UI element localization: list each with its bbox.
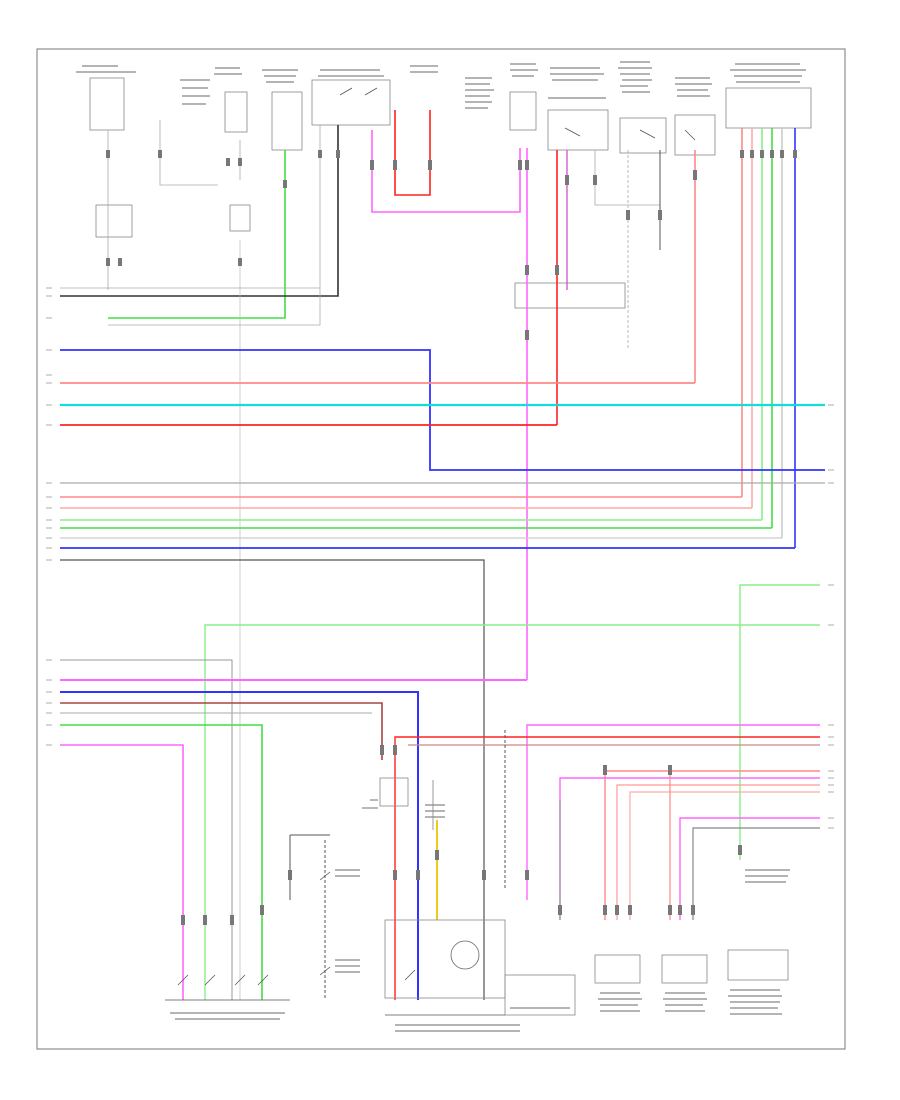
wire-green-long bbox=[204, 624, 820, 1000]
bottom-box-horn-relay bbox=[379, 777, 409, 807]
component-box-2 bbox=[224, 91, 248, 133]
component-box-11 bbox=[229, 204, 251, 232]
component-box-9 bbox=[725, 87, 812, 129]
bottom-box-combination-meter bbox=[384, 919, 506, 999]
component-box-7 bbox=[619, 117, 667, 154]
component-box-10 bbox=[95, 204, 133, 238]
top-components bbox=[89, 77, 812, 309]
wire-pink-lower-2 bbox=[60, 744, 184, 1000]
wire-green-top bbox=[108, 150, 286, 319]
bottom-box-cluster-connector bbox=[504, 974, 576, 1016]
wire-gray-right-2 bbox=[692, 827, 820, 920]
wire-ltred-right-3 bbox=[629, 791, 820, 920]
wire-red-loop bbox=[394, 110, 431, 196]
bus-wires bbox=[60, 349, 825, 1000]
wire-pink-loop bbox=[371, 130, 521, 213]
wire-pink-right-2 bbox=[679, 817, 820, 920]
bottom-components bbox=[165, 777, 789, 1016]
switch-symbols bbox=[177, 87, 696, 986]
wire-green-right-vert bbox=[739, 584, 820, 860]
wire-brown-lower bbox=[60, 702, 383, 760]
component-box-3 bbox=[271, 91, 303, 151]
component-box-5 bbox=[509, 91, 537, 131]
connector-markers bbox=[106, 150, 797, 925]
wire-pink-right-1 bbox=[559, 777, 820, 920]
wire-blue-lower bbox=[60, 691, 419, 1000]
component-box-6 bbox=[547, 109, 609, 151]
wire-pink-right-lower bbox=[526, 724, 820, 900]
component-box-1 bbox=[89, 77, 125, 131]
top-vertical-wires bbox=[60, 110, 796, 1000]
wire-dark-top bbox=[60, 125, 339, 297]
bottom-box-body-control bbox=[727, 949, 789, 981]
wire-gray-lower bbox=[60, 659, 233, 1000]
diagram-frame bbox=[36, 48, 846, 1050]
wire-ltred-right-1 bbox=[604, 770, 820, 920]
right-edge-pins bbox=[828, 404, 834, 829]
wire-blue-bus bbox=[60, 349, 825, 471]
left-edge-pins bbox=[46, 287, 52, 746]
bottom-box-right-rear-sensor bbox=[661, 954, 708, 984]
bottom-box-left-rear-sensor bbox=[594, 954, 641, 984]
wire-dark-bus bbox=[60, 559, 485, 1000]
component-box-8 bbox=[674, 114, 716, 156]
component-box-4 bbox=[311, 79, 391, 126]
wire-ltred-right-2 bbox=[616, 784, 820, 920]
bottom-labels bbox=[170, 799, 790, 1032]
wire-red-right-lower bbox=[394, 736, 820, 1000]
component-box-12 bbox=[514, 282, 626, 309]
component-labels bbox=[76, 61, 806, 109]
